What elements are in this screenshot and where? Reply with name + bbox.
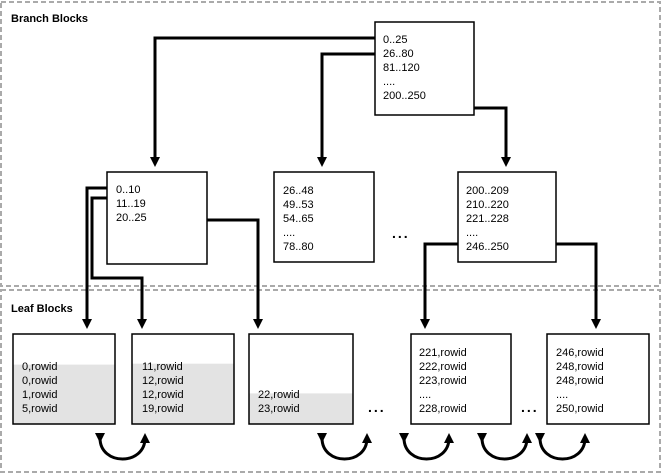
arrow-branch-1-to-leaf-1 [82,186,107,329]
root-block: 0..25 26..80 81..120 .... 200..250 [374,21,475,116]
leaf-line: 22,rowid [258,389,300,401]
branch-line: 26..48 [283,185,314,197]
leaf-block-5: 246,rowid 248,rowid 248,rowid .... 250,r… [546,333,650,425]
leaf-line: 223,rowid [419,375,467,387]
branch-line: 221..228 [466,213,509,225]
branch-line: 246..250 [466,241,509,253]
leaf-region [0,289,661,473]
root-line: .... [383,76,395,88]
branch-line: 54..65 [283,213,314,225]
branch-line: 78..80 [283,241,314,253]
arrow-branch-1-to-leaf-2 [90,196,147,329]
leaf-line: 19,rowid [142,403,184,415]
branch-line: .... [283,227,295,239]
root-line: 81..120 [383,62,420,74]
leaf-line: 0,rowid [22,361,57,373]
leaf-line: 248,rowid [556,375,604,387]
sibling-link-arrow [94,432,150,461]
leaf-line: .... [556,389,568,401]
branch-line: .... [466,227,478,239]
leaf-block-1: 0,rowid 0,rowid 1,rowid 5,rowid [12,333,116,425]
branch-line: 49..53 [283,199,314,211]
sibling-link-arrow [476,432,532,461]
sibling-link-arrow [316,432,372,461]
branch-region-label: Branch Blocks [11,13,88,25]
leaf-block-4: 221,rowid 222,rowid 223,rowid .... 228,r… [410,333,512,425]
leaf-block-2: 11,rowid 12,rowid 12,rowid 19,rowid [131,333,235,425]
arrow-branch-1-to-leaf-3 [207,218,263,329]
leaf-ellipsis: ... [521,399,539,415]
leaf-line: 5,rowid [22,403,57,415]
leaf-line: 221,rowid [419,347,467,359]
leaf-line: 228,rowid [419,403,467,415]
sibling-link-arrow [398,432,454,461]
branch-block-1: 0..10 11..19 20..25 [106,171,208,265]
branch-line: 11..19 [116,198,146,210]
root-line: 26..80 [383,48,414,60]
pointer-arrows [82,36,601,329]
branch-region [0,1,661,287]
leaf-line: 23,rowid [258,403,300,415]
branch-line: 0..10 [116,184,140,196]
leaf-region-label: Leaf Blocks [11,303,73,315]
leaf-line: 1,rowid [22,389,57,401]
branch-line: 20..25 [116,212,147,224]
sibling-links [94,432,590,461]
arrow-branch-3-to-leaf-5 [556,242,601,329]
arrow-root-to-branch-3 [474,106,511,167]
leaf-used-space [13,364,115,424]
arrow-branch-3-to-leaf-4 [420,242,458,329]
leaf-ellipsis: ... [368,399,386,415]
root-line: 200..250 [383,90,426,102]
leaf-line: 12,rowid [142,389,184,401]
leaf-line: 0,rowid [22,375,57,387]
root-line: 0..25 [383,34,407,46]
arrow-root-to-branch-1 [150,36,375,167]
leaf-line: 11,rowid [142,361,183,373]
arrow-root-to-branch-2 [317,52,375,167]
leaf-line: .... [419,389,431,401]
leaf-line: 250,rowid [556,403,604,415]
leaf-line: 246,rowid [556,347,604,359]
sibling-link-arrow [534,432,590,461]
branch-block-2: 26..48 49..53 54..65 .... 78..80 [273,171,375,263]
leaf-line: 248,rowid [556,361,604,373]
branch-line: 200..209 [466,185,509,197]
branch-block-3: 200..209 210..220 221..228 .... 246..250 [457,171,557,263]
leaf-line: 222,rowid [419,361,467,373]
leaf-used-space [249,393,353,424]
branch-line: 210..220 [466,199,509,211]
leaf-used-space [132,363,234,424]
leaf-line: 12,rowid [142,375,184,387]
leaf-block-3: 22,rowid 23,rowid [248,333,354,425]
branch-ellipsis: ... [392,225,410,241]
